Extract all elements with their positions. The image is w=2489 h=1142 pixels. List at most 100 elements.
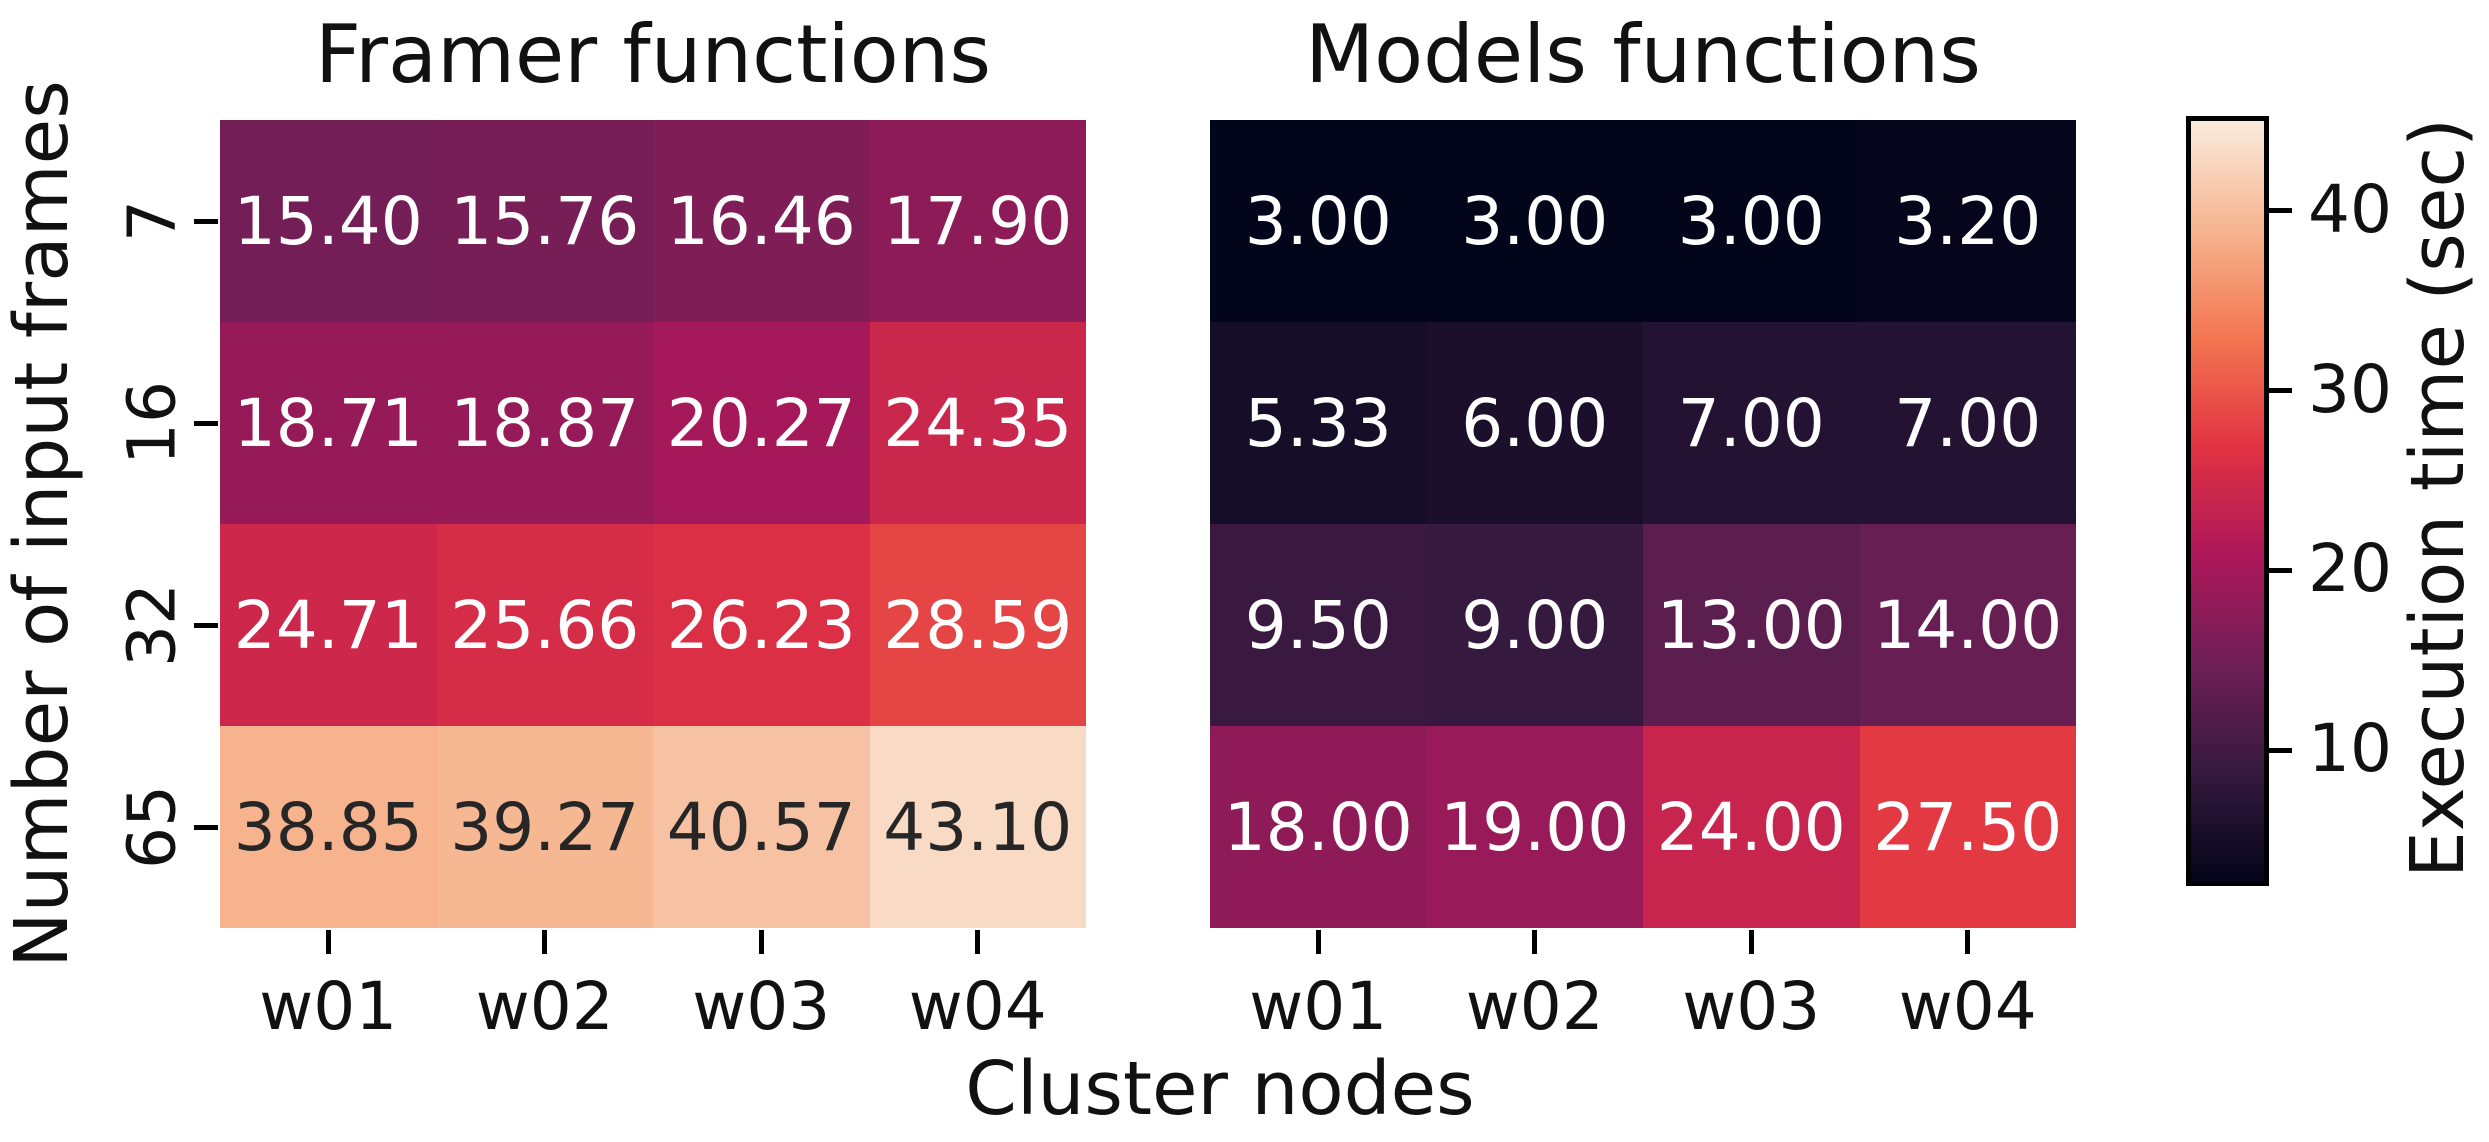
x-tick-label: w01: [1249, 968, 1388, 1045]
heatmap-cell: 15.40: [220, 120, 437, 322]
cell-value: 6.00: [1461, 384, 1609, 462]
colorbar-tick-label: 20: [2308, 530, 2392, 608]
heatmap-cell: 26.23: [653, 524, 870, 726]
cell-value: 18.00: [1223, 788, 1413, 866]
heatmap-cell: 13.00: [1643, 524, 1860, 726]
heatmap-cell: 6.00: [1426, 322, 1643, 524]
heatmap-cell: 7.00: [1643, 322, 1860, 524]
heatmap-cell: 3.00: [1643, 120, 1860, 322]
colorbar-tick-label: 40: [2308, 170, 2392, 248]
heatmap-cell: 3.00: [1210, 120, 1427, 322]
y-tick-label: 16: [113, 381, 191, 465]
cell-value: 14.00: [1873, 586, 2063, 664]
colorbar-tick-mark: [2268, 747, 2292, 753]
x-tick-mark: [542, 930, 548, 954]
heatmap-cell: 3.20: [1859, 120, 2076, 322]
cell-value: 24.71: [233, 586, 423, 664]
x-tick-label: w04: [908, 968, 1047, 1045]
cell-value: 39.27: [450, 788, 640, 866]
heatmap-cell: 24.71: [220, 524, 437, 726]
heatmap-cell: 24.00: [1643, 726, 1860, 928]
cell-value: 15.40: [233, 182, 423, 260]
cell-value: 5.33: [1244, 384, 1392, 462]
x-axis-label: Cluster nodes: [965, 1046, 1475, 1132]
heatmap-cell: 17.90: [869, 120, 1086, 322]
colorbar-tick-mark: [2268, 208, 2292, 214]
cell-value: 26.23: [666, 586, 856, 664]
colorbar-label: Execution time (sec): [2395, 118, 2481, 878]
x-tick-label: w02: [1465, 968, 1604, 1045]
x-tick-label: w01: [259, 968, 398, 1045]
cell-value: 43.10: [883, 788, 1073, 866]
cell-value: 28.59: [883, 586, 1073, 664]
x-tick-label: w02: [475, 968, 614, 1045]
panel-title-framer: Framer functions: [314, 8, 992, 101]
heatmap-cell: 18.00: [1210, 726, 1427, 928]
heatmap-cell: 27.50: [1859, 726, 2076, 928]
x-tick-mark: [325, 930, 331, 954]
y-axis-label: Number of input frames: [0, 80, 85, 968]
cell-value: 3.00: [1677, 182, 1825, 260]
heatmap-models: 3.00 3.00 3.00 3.20 5.33 6.00 7.00 7.00 9.50 9.00…: [1210, 120, 2076, 928]
heatmap-cell: 3.00: [1426, 120, 1643, 322]
colorbar: [2186, 116, 2269, 886]
y-tick-label: 65: [113, 785, 191, 869]
cell-value: 25.66: [450, 586, 640, 664]
cell-value: 15.76: [450, 182, 640, 260]
heatmap-cell: 14.00: [1859, 524, 2076, 726]
y-tick-mark: [194, 420, 218, 426]
cell-value: 38.85: [233, 788, 423, 866]
cell-value: 40.57: [666, 788, 856, 866]
y-tick-label: 7: [113, 200, 191, 242]
colorbar-tick-label: 10: [2308, 710, 2392, 788]
heatmap-cell: 9.50: [1210, 524, 1427, 726]
heatmap-cell: 38.85: [220, 726, 437, 928]
cell-value: 16.46: [666, 182, 856, 260]
cell-value: 27.50: [1873, 788, 2063, 866]
x-tick-mark: [1315, 930, 1321, 954]
heatmap-cell: 43.10: [869, 726, 1086, 928]
y-tick-label: 32: [113, 583, 191, 667]
x-tick-label: w03: [1682, 968, 1821, 1045]
x-tick-mark: [758, 930, 764, 954]
colorbar-tick-mark: [2268, 567, 2292, 573]
heatmap-cell: 28.59: [869, 524, 1086, 726]
cell-value: 18.87: [450, 384, 640, 462]
heatmap-cell: 18.87: [436, 322, 653, 524]
heatmap-cell: 40.57: [653, 726, 870, 928]
heatmap-cell: 25.66: [436, 524, 653, 726]
cell-value: 20.27: [666, 384, 856, 462]
y-tick-mark: [194, 218, 218, 224]
cell-value: 9.00: [1461, 586, 1609, 664]
cell-value: 13.00: [1656, 586, 1846, 664]
x-tick-label: w03: [692, 968, 831, 1045]
cell-value: 24.00: [1656, 788, 1846, 866]
x-tick-mark: [1532, 930, 1538, 954]
heatmap-cell: 5.33: [1210, 322, 1427, 524]
cell-value: 7.00: [1677, 384, 1825, 462]
heatmap-cell: 9.00: [1426, 524, 1643, 726]
cell-value: 9.50: [1244, 586, 1392, 664]
cell-value: 18.71: [233, 384, 423, 462]
colorbar-tick-label: 30: [2308, 350, 2392, 428]
x-tick-label: w04: [1898, 968, 2037, 1045]
colorbar-tick-mark: [2268, 388, 2292, 394]
heatmap-cell: 20.27: [653, 322, 870, 524]
cell-value: 7.00: [1894, 384, 2042, 462]
heatmap-cell: 18.71: [220, 322, 437, 524]
heatmap-cell: 15.76: [436, 120, 653, 322]
cell-value: 3.00: [1461, 182, 1609, 260]
cell-value: 3.20: [1894, 182, 2042, 260]
heatmap-cell: 39.27: [436, 726, 653, 928]
cell-value: 19.00: [1440, 788, 1630, 866]
cell-value: 17.90: [883, 182, 1073, 260]
y-tick-mark: [194, 622, 218, 628]
x-tick-mark: [1965, 930, 1971, 954]
heatmap-cell: 19.00: [1426, 726, 1643, 928]
y-tick-mark: [194, 824, 218, 830]
colorbar-gradient: [2191, 121, 2264, 881]
x-tick-mark: [975, 930, 981, 954]
heatmap-cell: 7.00: [1859, 322, 2076, 524]
panel-title-models: Models functions: [1305, 8, 1981, 101]
